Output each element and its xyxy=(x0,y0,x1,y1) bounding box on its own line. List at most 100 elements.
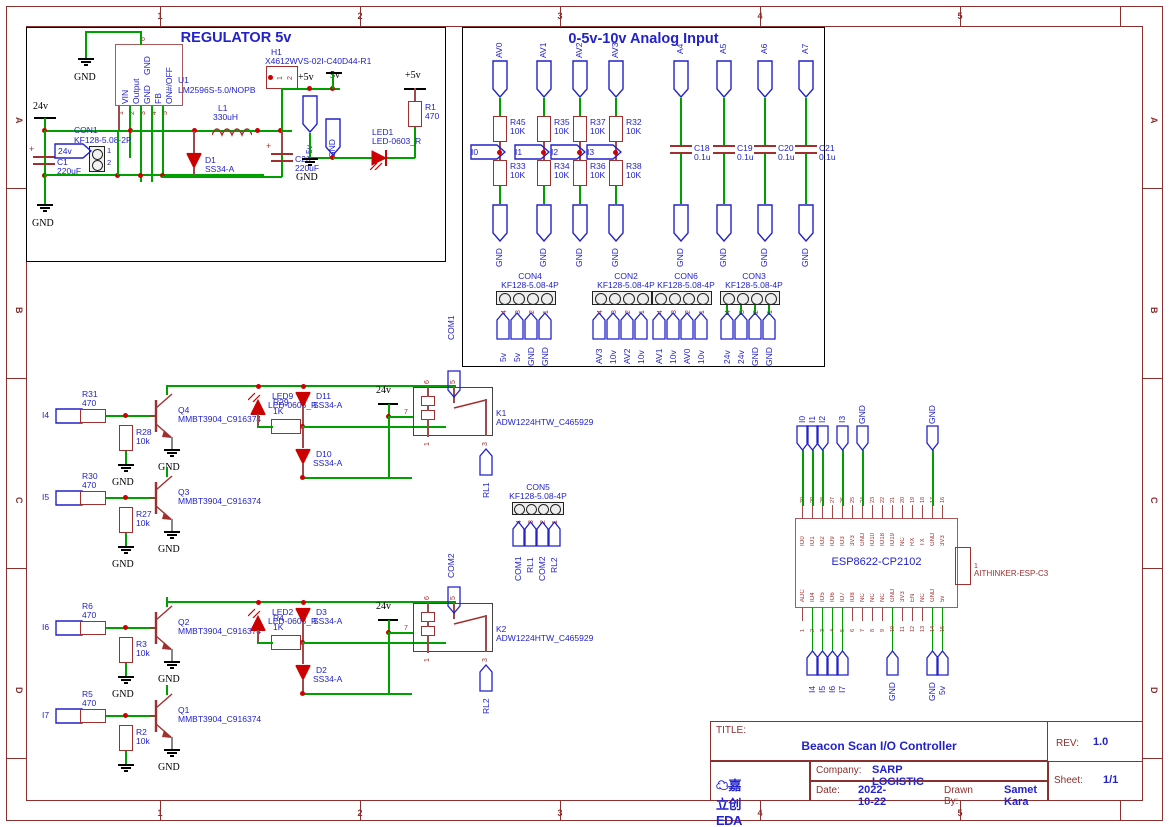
divider-0-topnet: AV0 xyxy=(494,42,504,58)
gnd-symbol-c1 xyxy=(37,204,53,212)
relay-0-dbot-symbol xyxy=(294,448,312,471)
divider-2-midnet: I2 xyxy=(551,147,559,157)
zone-col-4-bottom: 4 xyxy=(660,808,860,818)
relay-0-rled-value: 1K xyxy=(273,406,284,416)
mcu-bot-num-12: 13 xyxy=(920,625,926,632)
mcu-top-net-4: GND xyxy=(857,405,867,424)
net-24v-in: 24v xyxy=(33,101,48,112)
mcu-bot-name-12: NC xyxy=(920,593,926,602)
u1-pin-output: Output xyxy=(131,78,141,104)
zone-row-c: C xyxy=(14,496,24,504)
mcu-bot-num-14: 15 xyxy=(940,625,946,632)
driver-1-rpull-ref: R27 xyxy=(136,509,152,519)
driver-2-rpull-value: 10k xyxy=(136,648,150,658)
divider-0-rbot-value: 10K xyxy=(510,170,526,180)
mcu-body xyxy=(795,518,958,608)
relay-0-supply-label: 24v xyxy=(376,385,391,396)
divider-1-rtop-value: 10K xyxy=(554,126,570,136)
driver-1-rpull-value: 10k xyxy=(136,518,150,528)
relay-1-led-value: LED-0603_R xyxy=(268,616,318,626)
con1-pin-2: 2 xyxy=(107,158,112,167)
relay-0-led-ref: LED9 xyxy=(272,391,294,401)
date-value: 2022-10-22 xyxy=(858,784,887,808)
u1-body xyxy=(115,44,183,106)
relay-1-dtop-value: SS34-A xyxy=(313,616,343,626)
relay-1-contact xyxy=(450,614,494,635)
mcu-top-name-12: TX xyxy=(920,538,926,546)
gnd-symbol-d0-emit xyxy=(164,449,180,457)
divider-3-rtop-body xyxy=(609,116,623,142)
gnd-symbol-d2-emit xyxy=(164,661,180,669)
mcu-bot-num-7: 8 xyxy=(870,628,876,632)
con6-net-1: 10v xyxy=(668,350,678,364)
mcu-top-name-9: IO19 xyxy=(890,532,896,546)
mcu-bot-name-14: 5v xyxy=(940,595,946,602)
divider-0-rtop-ref: R45 xyxy=(510,117,526,127)
driver-1-gnd-pull: GND xyxy=(112,559,134,570)
net-flag-24v-label: 24v xyxy=(58,146,72,156)
gnd-symbol-d0-pull xyxy=(118,464,134,472)
rev-value: 1.0 xyxy=(1093,736,1109,748)
l1-value: 330uH xyxy=(213,112,239,122)
zone-col-3-bottom: 3 xyxy=(460,808,660,818)
net-flag-5v xyxy=(302,95,318,133)
mcu-top-name-2: IO2 xyxy=(820,536,826,546)
con2-net-2: AV2 xyxy=(622,348,632,364)
driver-0-rpull-body xyxy=(119,425,133,451)
cap-3-gnd: GND xyxy=(800,248,810,267)
divider-0-rbot-ref: R33 xyxy=(510,161,526,171)
relay-0-dbot-value: SS34-A xyxy=(313,458,343,468)
mcu-top-name-0: IO0 xyxy=(800,536,806,546)
mcu-top-num-7: 23 xyxy=(870,496,876,503)
relay-0-contact xyxy=(450,398,494,419)
con4-part: KF128-5.08-4P xyxy=(501,280,559,290)
divider-1-rbot-body xyxy=(537,160,551,186)
cap-2-topnet: A6 xyxy=(759,43,769,54)
net-p5v-a: +5v xyxy=(298,72,314,83)
divider-2-rtop-value: 10K xyxy=(590,126,606,136)
relay-1-ref: K2 xyxy=(496,624,507,634)
relay-0-ref: K1 xyxy=(496,408,507,418)
gnd-symbol-d3-emit xyxy=(164,749,180,757)
divider-3-rtop-ref: R32 xyxy=(626,117,642,127)
mcu-top-net-5: GND xyxy=(927,405,937,424)
relay-0-pin-6: 6 xyxy=(424,380,431,384)
mcu-bot-name-4: IO7 xyxy=(840,592,846,602)
driver-0-gnd-pull: GND xyxy=(112,477,134,488)
driver-3-rpull-body xyxy=(119,725,133,751)
divider-0-midnet: I0 xyxy=(471,147,479,157)
driver-1-q-ref: Q3 xyxy=(178,487,190,497)
mcu-bot-net-6: 5v xyxy=(937,686,947,695)
zone-col-5: 5 xyxy=(860,11,1060,21)
drawn-value: Samet Kara xyxy=(1004,784,1038,808)
mcu-bot-name-7: NC xyxy=(870,593,876,602)
u1-pin-vin: VIN xyxy=(120,89,130,104)
sheet-frame-outer xyxy=(6,6,1163,821)
mcu-bot-num-0: 1 xyxy=(800,628,806,632)
zone-col-3: 3 xyxy=(460,11,660,21)
driver-1-q-part: MMBT3904_C916374 xyxy=(178,496,262,506)
mcu-bot-num-1: 2 xyxy=(810,628,816,632)
driver-0-q-ref: Q4 xyxy=(178,405,190,415)
divider-0-rbot-body xyxy=(493,160,507,186)
relay-1-pin-6: 6 xyxy=(424,596,431,600)
relay-0-com-net: COM1 xyxy=(446,315,456,340)
cap-2-ref: C20 xyxy=(778,143,794,153)
mcu-bot-name-2: IO5 xyxy=(820,592,826,602)
divider-0-rtop-value: 10K xyxy=(510,126,526,136)
relay-1-led-ref: LED2 xyxy=(272,607,294,617)
u1-pin-fb: FB xyxy=(153,93,163,104)
mcu-bot-num-8: 9 xyxy=(880,628,886,632)
con6-ref: CON6 xyxy=(674,271,698,281)
zone-row-d-right: D xyxy=(1149,686,1159,694)
relay-1-out-net: RL2 xyxy=(481,698,491,714)
relay-1-pin-7: 7 xyxy=(404,625,408,632)
relay-1-dbot-value: SS34-A xyxy=(313,674,343,684)
driver-0-input: I4 xyxy=(42,410,50,420)
mcu-top-name-3: IO9 xyxy=(830,536,836,546)
regulator-block xyxy=(26,27,446,262)
con1-ref: CON1 xyxy=(74,125,98,135)
net-flag-24v xyxy=(54,143,92,159)
relay-1-rled-value: 1K xyxy=(273,622,284,632)
relay-1-rled-body xyxy=(271,635,301,650)
